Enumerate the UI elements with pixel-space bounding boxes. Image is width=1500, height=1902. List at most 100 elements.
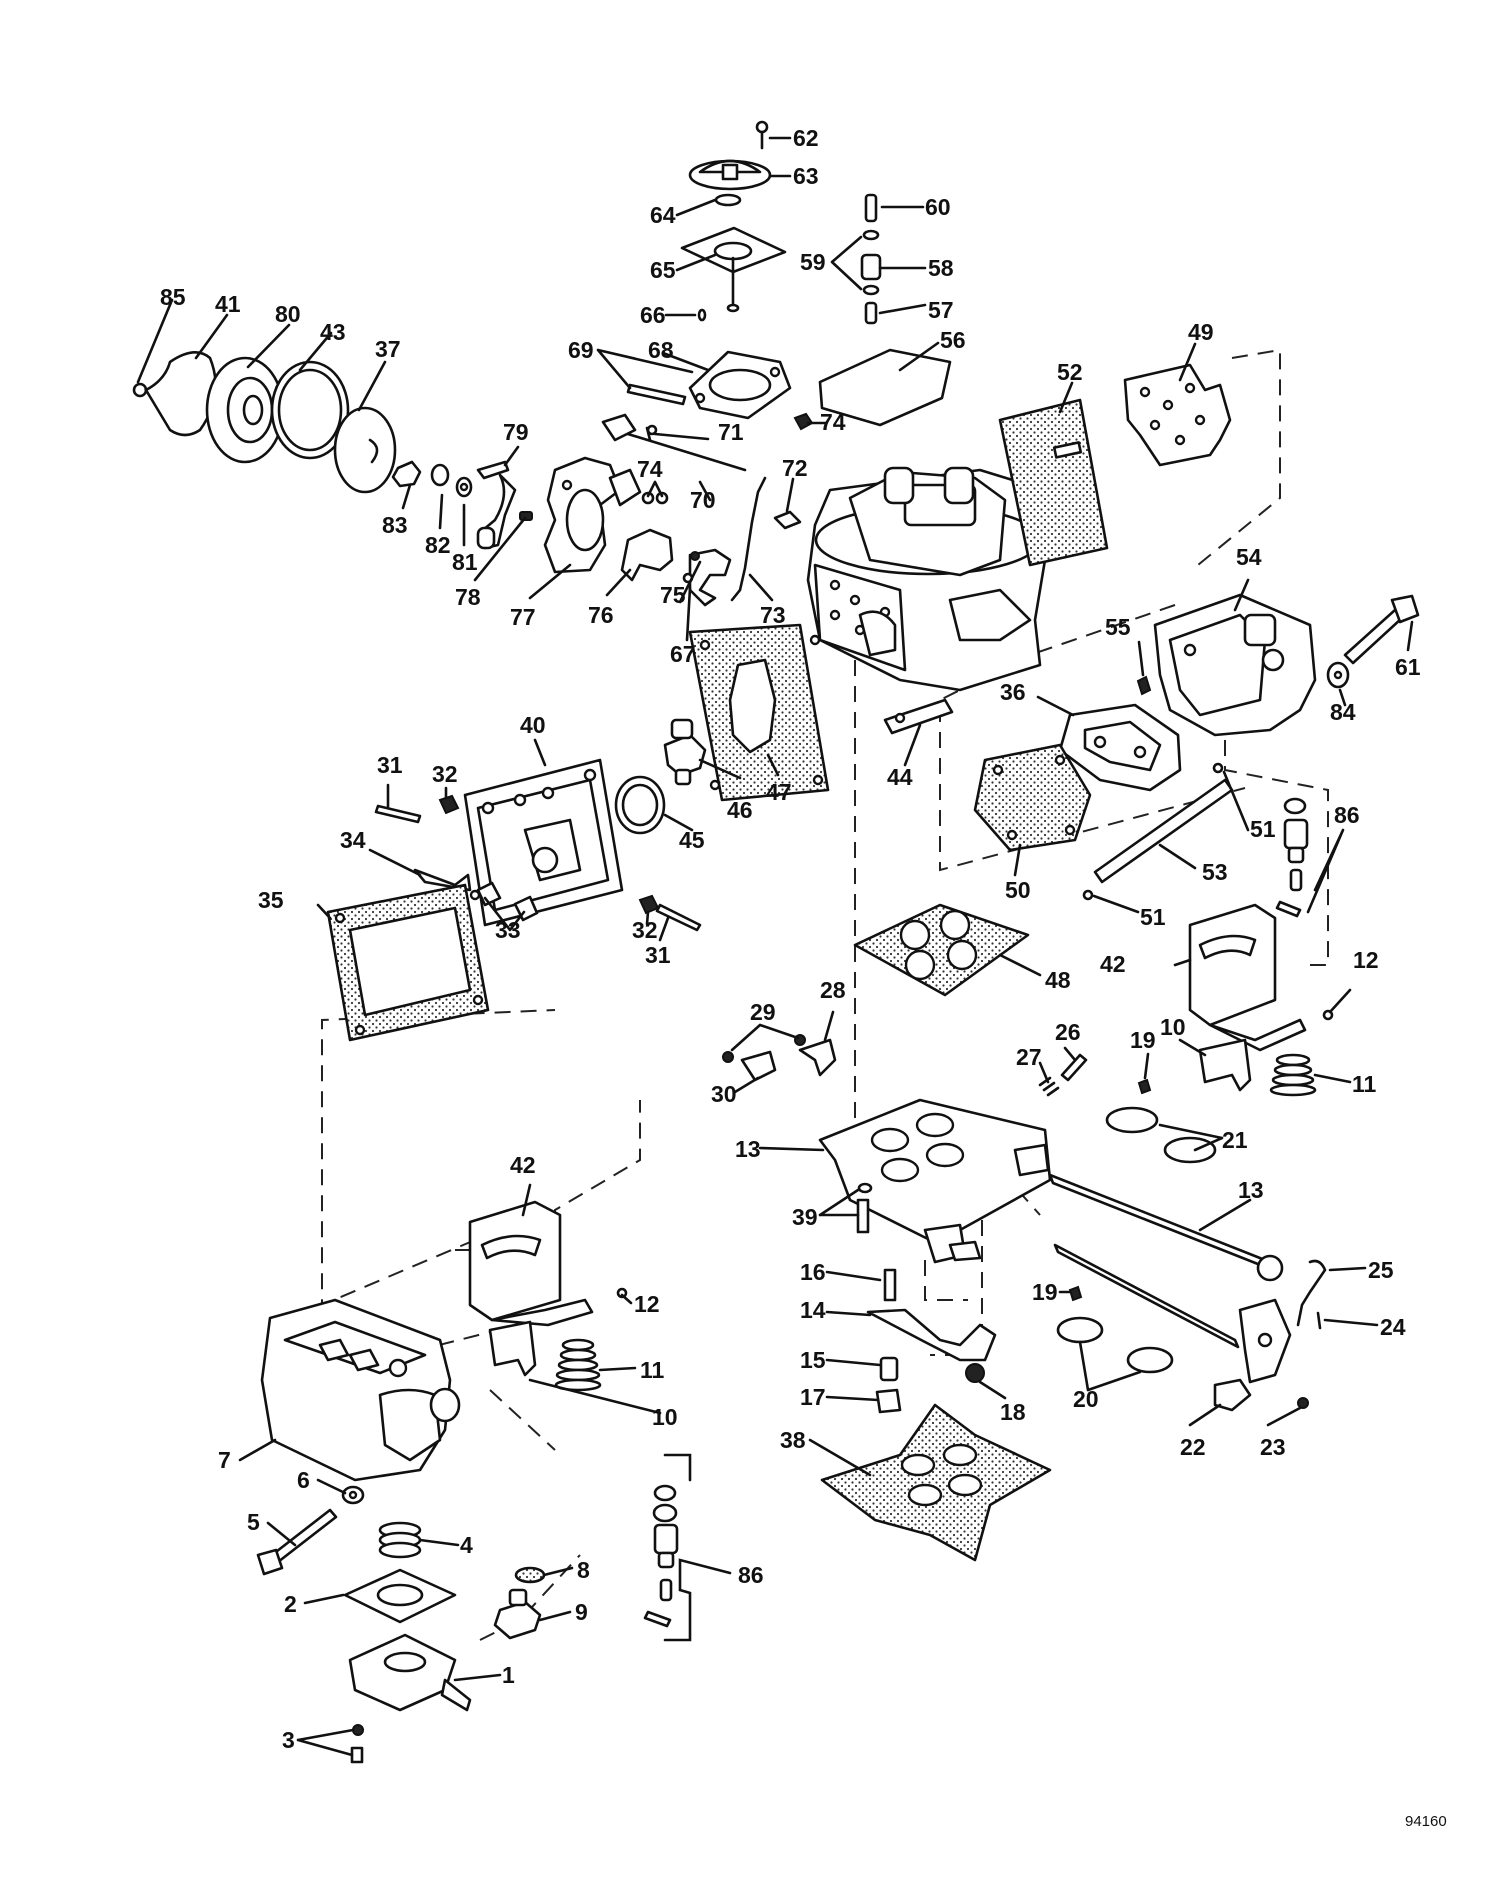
screw-19-upper <box>1137 1078 1152 1095</box>
spring-11-upper <box>1269 1053 1317 1097</box>
callout-19b: 19 <box>1032 1279 1058 1305</box>
gasket-56 <box>818 348 952 427</box>
callout-81: 81 <box>452 549 478 575</box>
screw-16 <box>883 1268 897 1302</box>
callout-61: 61 <box>1395 654 1421 680</box>
callout-35: 35 <box>258 887 284 913</box>
callout-12a: 12 <box>1353 947 1379 973</box>
throttle-plate-21b <box>1163 1136 1217 1164</box>
callout-72: 72 <box>782 455 808 481</box>
screw-3b <box>350 1746 364 1764</box>
gasket-50 <box>973 743 1092 852</box>
callout-41: 41 <box>215 291 241 317</box>
throttle-plate-20a <box>1056 1316 1104 1344</box>
callout-75: 75 <box>660 582 686 608</box>
gasket-48 <box>853 903 1030 997</box>
diaphragm-2 <box>343 1568 457 1624</box>
throttle-shaft-20 <box>1053 1243 1292 1384</box>
callout-2: 2 <box>284 1591 297 1617</box>
gasket-38 <box>820 1403 1052 1562</box>
callout-79: 79 <box>503 419 529 445</box>
check-valve-8 <box>514 1566 546 1584</box>
nut-washer-stack <box>391 460 473 498</box>
callout-85: 85 <box>160 284 186 310</box>
rod-73 <box>730 476 767 602</box>
callout-42a: 42 <box>1100 951 1126 977</box>
callout-31b: 31 <box>645 942 671 968</box>
nut-74 <box>793 412 814 431</box>
callout-13a: 13 <box>735 1136 761 1162</box>
spring-4 <box>378 1521 422 1559</box>
block-72 <box>773 510 802 530</box>
callout-42b: 42 <box>510 1152 536 1178</box>
callout-45: 45 <box>679 827 705 853</box>
plate-49 <box>1123 363 1232 467</box>
callout-86a: 86 <box>1334 802 1360 828</box>
bracket-30 <box>740 1050 777 1082</box>
throttle-shaft-13 <box>1048 1173 1284 1282</box>
parts-illustrations <box>132 120 1420 1764</box>
float-42-lower <box>468 1200 594 1327</box>
screws-39 <box>856 1182 873 1234</box>
callout-55: 55 <box>1105 614 1131 640</box>
callout-26: 26 <box>1055 1019 1081 1045</box>
callout-58: 58 <box>928 255 954 281</box>
throttle-plate-20b <box>1126 1346 1174 1374</box>
plugs-33 <box>476 881 539 922</box>
callout-21: 21 <box>1222 1127 1248 1153</box>
oring-51b <box>1082 889 1094 901</box>
spring-27 <box>1038 1076 1060 1097</box>
callout-57: 57 <box>928 297 954 323</box>
callout-74a: 74 <box>820 409 846 435</box>
callout-60: 60 <box>925 194 951 220</box>
callout-18: 18 <box>1000 1399 1026 1425</box>
screw-26 <box>1060 1053 1088 1082</box>
callout-40: 40 <box>520 712 546 738</box>
callout-12b: 12 <box>634 1291 660 1317</box>
screw-31a <box>374 804 422 824</box>
gasket-ring-45-inner <box>621 783 659 827</box>
callout-29: 29 <box>750 999 776 1025</box>
callout-82: 82 <box>425 532 451 558</box>
callout-8: 8 <box>577 1557 590 1583</box>
callout-49: 49 <box>1188 319 1214 345</box>
screw-75-head <box>690 551 700 561</box>
callout-63: 63 <box>793 163 819 189</box>
callout-16: 16 <box>800 1259 826 1285</box>
callout-10a: 10 <box>1160 1014 1186 1040</box>
metering-block-36 <box>1058 703 1182 792</box>
bracket-10-upper <box>1198 1038 1252 1092</box>
lever-79 <box>476 460 517 550</box>
screw-55 <box>1136 675 1152 696</box>
callout-71: 71 <box>718 419 744 445</box>
callout-51a: 51 <box>1250 816 1276 842</box>
callout-11b: 11 <box>640 1357 665 1383</box>
gasket-35 <box>326 883 490 1042</box>
callout-3: 3 <box>282 1727 295 1753</box>
callout-5: 5 <box>247 1509 260 1535</box>
fuel-bowl-right-54 <box>1153 593 1317 737</box>
callout-67: 67 <box>670 641 696 667</box>
screw-71 <box>645 426 652 442</box>
callout-24: 24 <box>1380 1314 1406 1340</box>
clip-12-lower <box>616 1287 628 1299</box>
callout-74b: 74 <box>637 456 663 482</box>
callout-36: 36 <box>1000 679 1026 705</box>
spring-15 <box>879 1356 899 1382</box>
bolt-5 <box>256 1508 338 1576</box>
callout-23: 23 <box>1260 1434 1286 1460</box>
callout-7: 7 <box>218 1447 231 1473</box>
callout-20: 20 <box>1073 1386 1099 1412</box>
callout-48: 48 <box>1045 967 1071 993</box>
needle-valve-upper-86 <box>1275 797 1309 918</box>
gasket-52 <box>998 398 1109 567</box>
callout-17: 17 <box>800 1384 826 1410</box>
callout-19a: 19 <box>1130 1027 1156 1053</box>
callout-51b: 51 <box>1140 904 1166 930</box>
callout-10b: 10 <box>652 1404 678 1430</box>
callout-6: 6 <box>297 1467 310 1493</box>
plug-9 <box>493 1588 542 1640</box>
callout-69: 69 <box>568 337 594 363</box>
